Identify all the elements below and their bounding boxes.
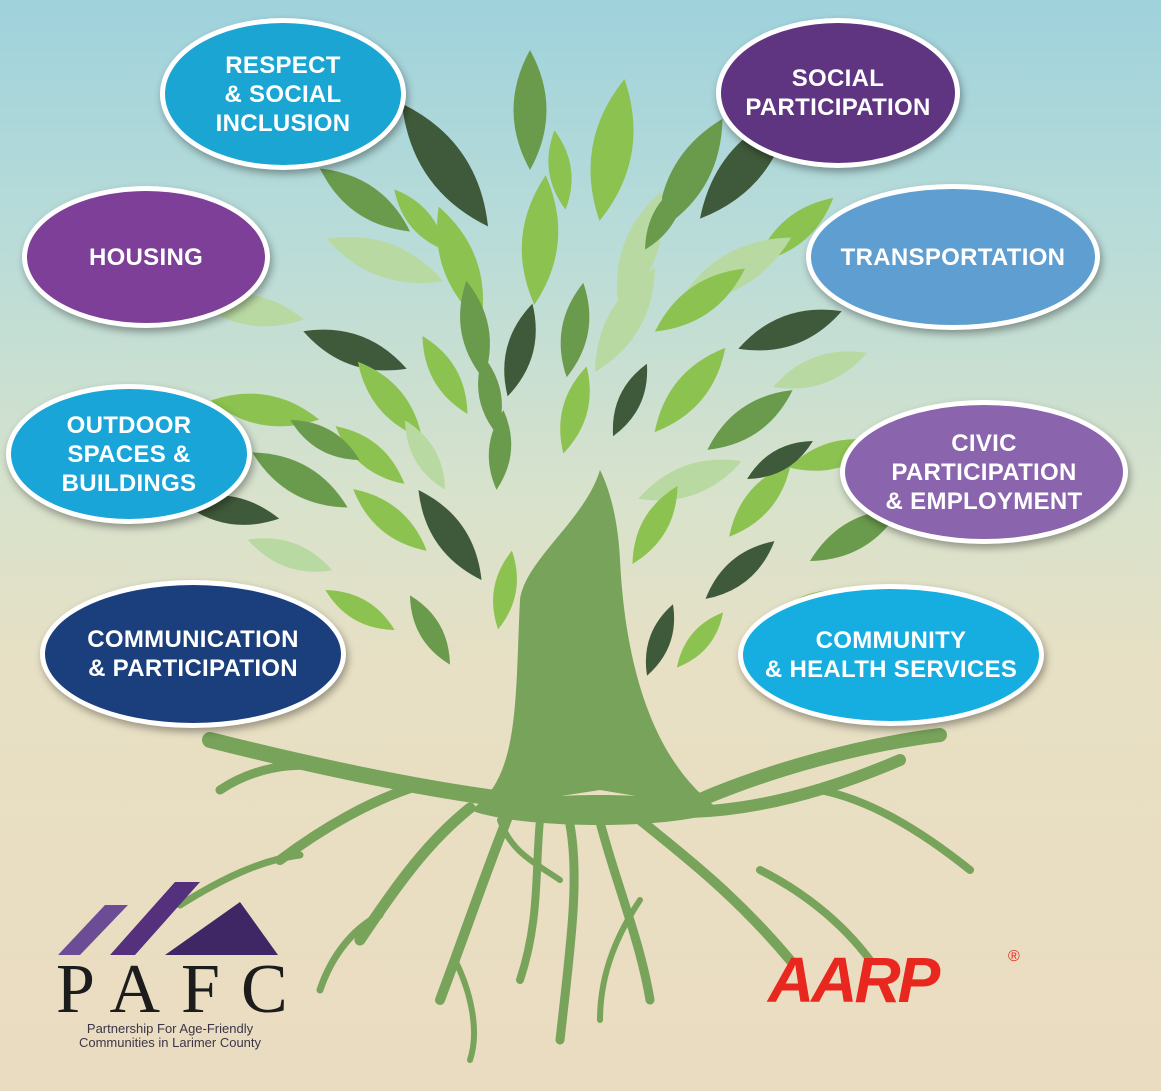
tree-canopy (180, 50, 901, 676)
tree-trunk (470, 470, 720, 810)
leaf (654, 347, 726, 433)
leaf (325, 590, 395, 630)
pafc-peak-1 (58, 905, 128, 955)
leaf (560, 282, 590, 378)
leaf (335, 426, 405, 484)
civic-participation-employment-label: CIVIC PARTICIPATION & EMPLOYMENT (885, 429, 1083, 515)
leaf (809, 509, 901, 561)
leaf (773, 351, 867, 389)
transportation-bubble: TRANSPORTATION (806, 184, 1100, 330)
leaf (632, 486, 678, 564)
leaf (422, 336, 468, 414)
leaf (707, 390, 793, 450)
communication-participation-label: COMMUNICATION & PARTICIPATION (87, 626, 299, 682)
housing-bubble: HOUSING (22, 186, 270, 328)
leaf (590, 79, 634, 221)
leaf (401, 103, 489, 227)
leaf (394, 189, 446, 251)
leaf (638, 459, 742, 501)
pafc-peak-2 (110, 882, 200, 955)
leaf (645, 604, 675, 676)
outdoor-spaces-buildings-label: OUTDOOR SPACES & BUILDINGS (61, 411, 197, 497)
transportation-label: TRANSPORTATION (840, 243, 1066, 271)
pafc-wordmark: PAFC (56, 951, 309, 1028)
leaf (504, 303, 536, 397)
leaf (548, 130, 572, 210)
pafc-logo-mountains (58, 882, 278, 955)
tree-trunk-base (470, 795, 720, 825)
leaf (210, 393, 320, 427)
aarp-registered-mark: ® (1008, 948, 1020, 965)
leaf (326, 236, 444, 284)
leaf (738, 309, 842, 351)
leaf (247, 538, 333, 572)
community-health-services-bubble: COMMUNITY & HEALTH SERVICES (738, 584, 1044, 726)
leaf (290, 420, 360, 460)
leaf (595, 268, 655, 372)
outdoor-spaces-buildings-bubble: OUTDOOR SPACES & BUILDINGS (6, 384, 252, 524)
respect-social-inclusion-bubble: RESPECT & SOCIAL INCLUSION (160, 18, 406, 170)
civic-participation-employment-bubble: CIVIC PARTICIPATION & EMPLOYMENT (840, 400, 1128, 544)
leaf (319, 168, 411, 232)
social-participation-label: SOCIAL PARTICIPATION (745, 65, 931, 121)
leaf (513, 50, 547, 170)
leaf (747, 441, 813, 479)
leaf (521, 175, 559, 305)
leaf (729, 463, 791, 537)
social-participation-bubble: SOCIAL PARTICIPATION (716, 18, 960, 168)
leaf (357, 361, 423, 439)
pafc-peak-3 (165, 902, 278, 955)
pafc-tagline: Partnership For Age-Friendly Communities… (78, 1021, 262, 1050)
tree-trunk-and-roots (176, 470, 974, 1063)
leaf (252, 452, 348, 508)
leaf (478, 355, 502, 435)
leaf (560, 366, 590, 454)
leaf (654, 268, 746, 332)
leaf (405, 420, 445, 490)
leaf (705, 541, 775, 599)
leaf (460, 280, 490, 380)
community-health-services-label: COMMUNITY & HEALTH SERVICES (764, 627, 1018, 683)
leaf (612, 363, 648, 437)
leaf (353, 489, 427, 551)
aarp-logo: AARP (768, 944, 940, 1016)
leaf (418, 489, 482, 581)
leaf (488, 410, 512, 490)
leaf (493, 550, 517, 630)
communication-participation-bubble: COMMUNICATION & PARTICIPATION (40, 580, 346, 728)
respect-social-inclusion-label: RESPECT & SOCIAL INCLUSION (215, 51, 351, 137)
tree-roots (176, 728, 974, 1063)
leaf (303, 329, 407, 371)
leaf (645, 180, 685, 250)
leaf (676, 612, 724, 668)
housing-label: HOUSING (88, 243, 204, 271)
leaf (410, 595, 450, 665)
